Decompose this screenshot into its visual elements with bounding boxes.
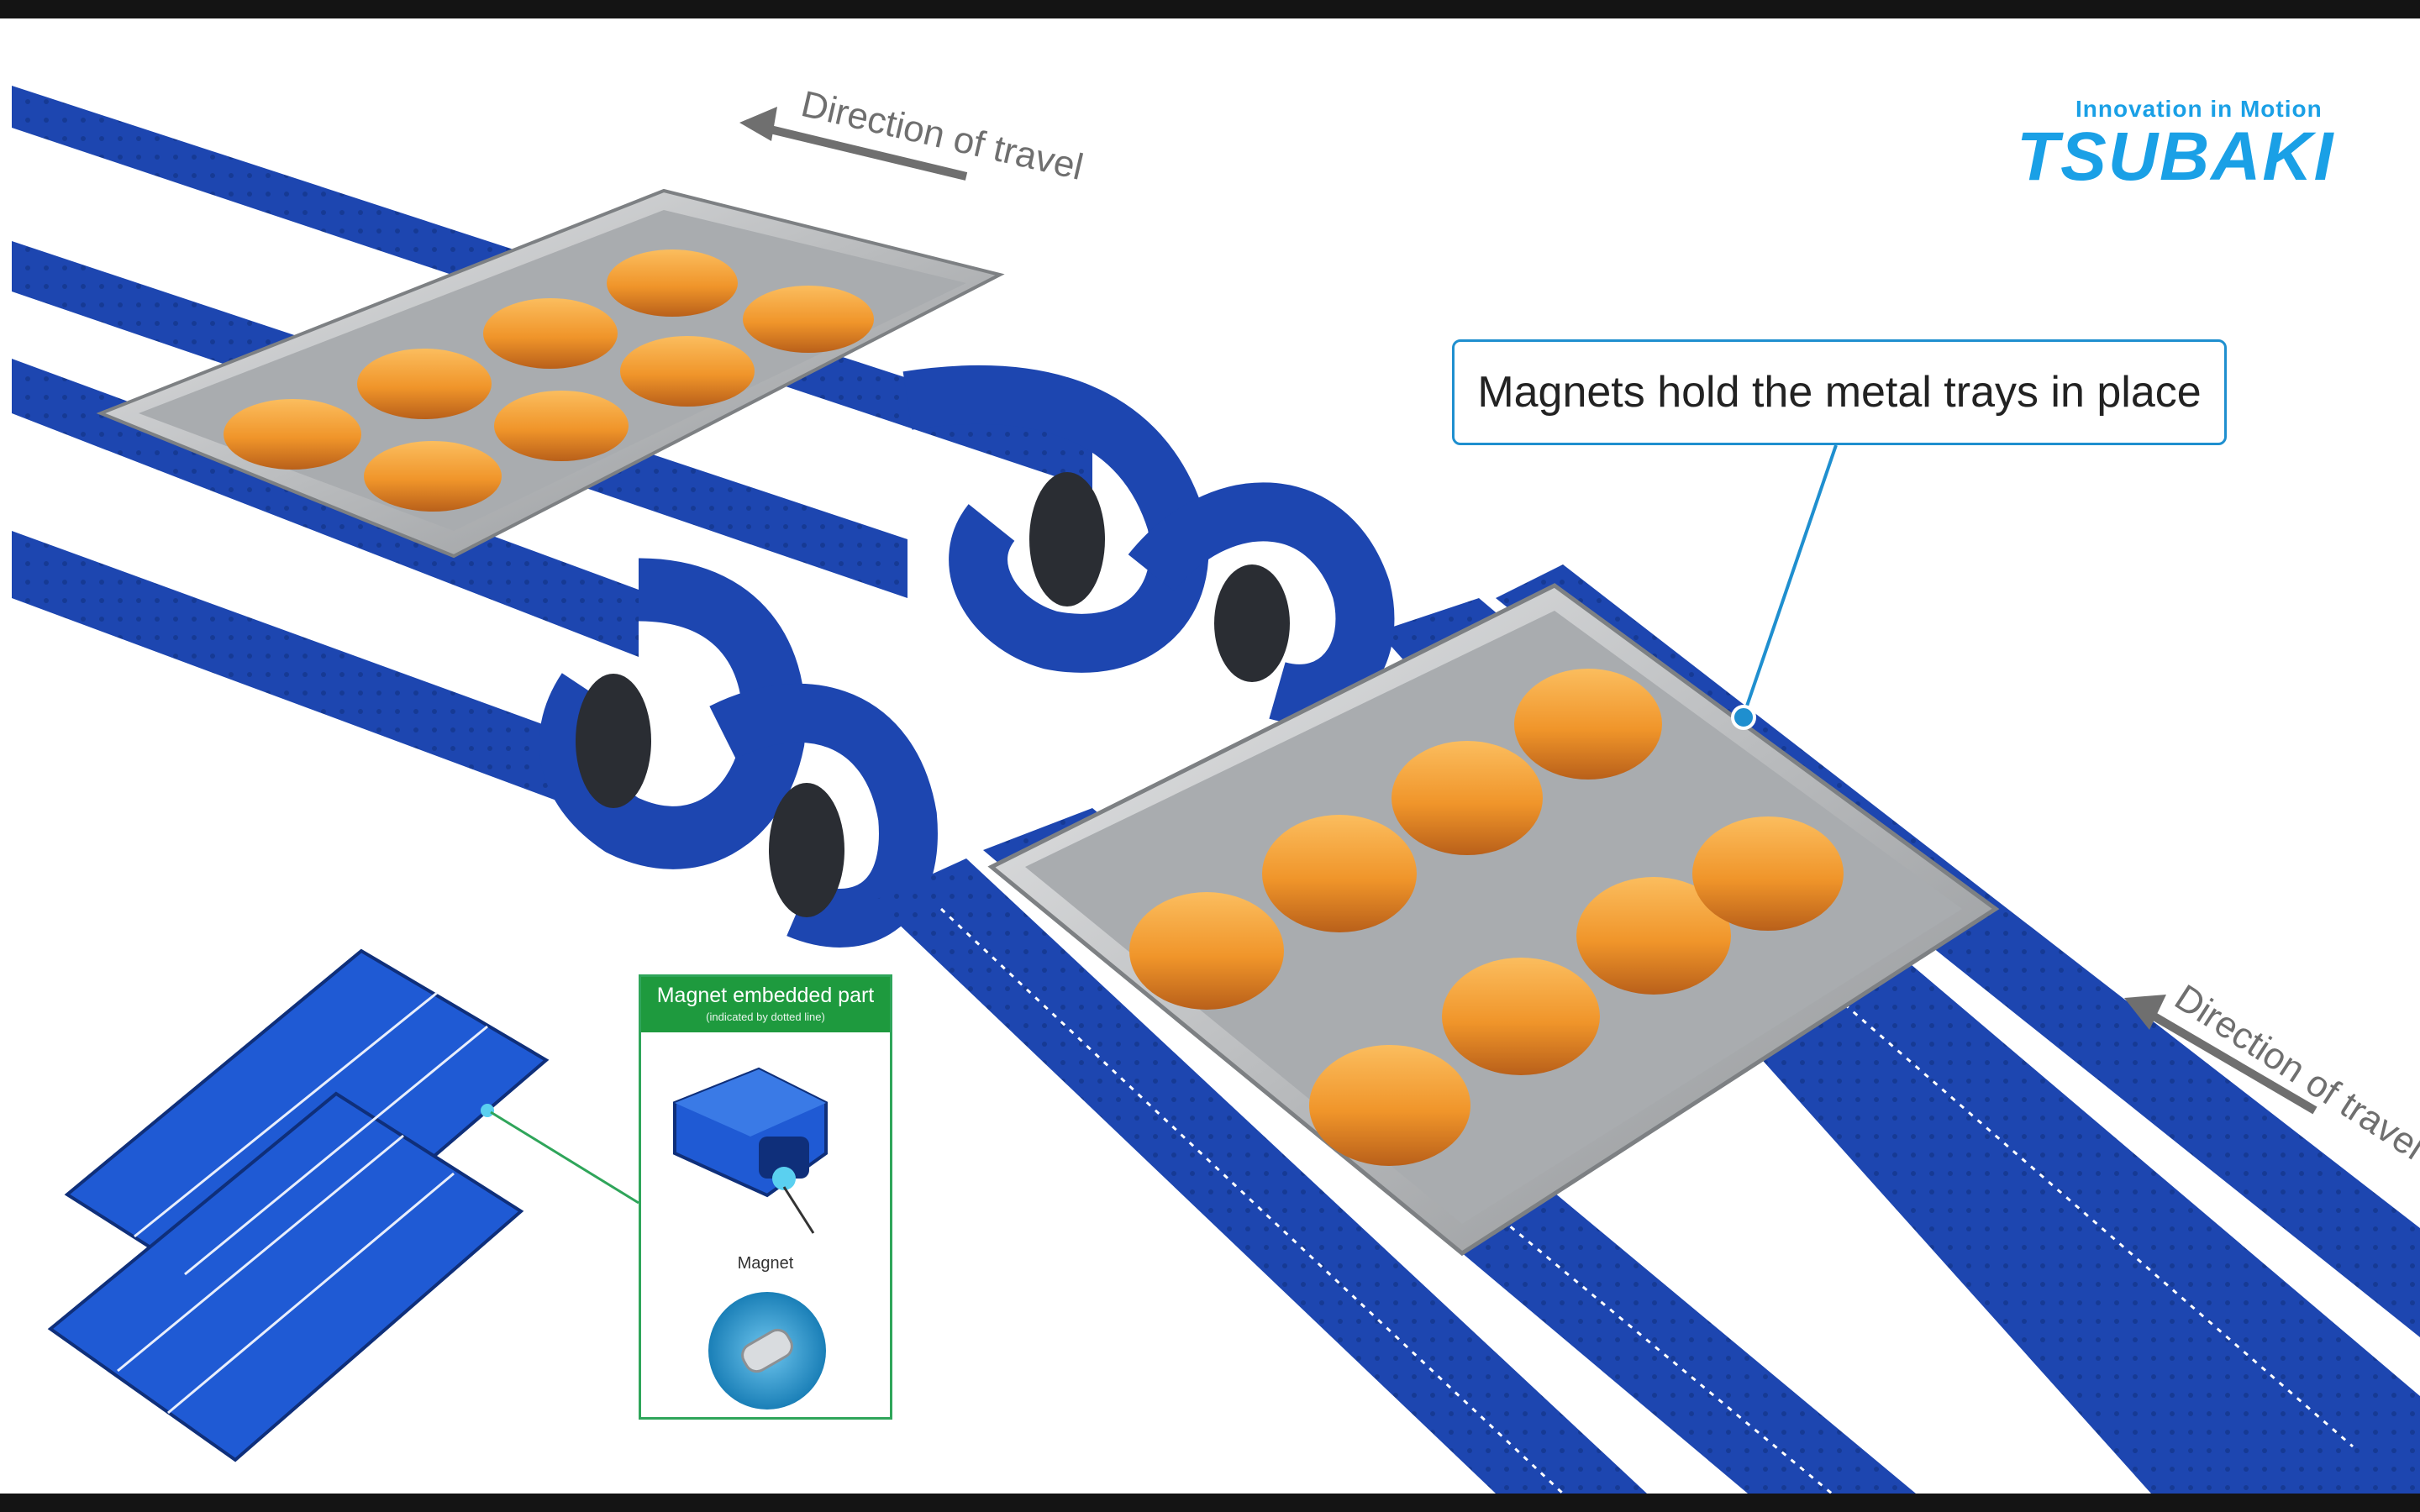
bun bbox=[1692, 816, 1844, 931]
sprocket bbox=[1029, 472, 1105, 606]
sprocket bbox=[576, 674, 651, 808]
chain-seam bbox=[117, 1134, 404, 1373]
tray-floor bbox=[1025, 611, 1962, 1224]
inset-subtitle: (indicated by dotted line) bbox=[706, 1011, 825, 1023]
belt-loop bbox=[1128, 482, 1395, 723]
callout-text: Magnets hold the metal trays in place bbox=[1477, 368, 2202, 417]
bun bbox=[494, 391, 629, 461]
sprocket bbox=[1214, 564, 1290, 682]
callout-leader bbox=[1731, 444, 1838, 730]
chain-link-row bbox=[47, 1091, 524, 1462]
bun bbox=[1262, 815, 1417, 932]
bun bbox=[364, 441, 502, 512]
bun bbox=[607, 249, 738, 317]
chain-module-closeup bbox=[47, 948, 639, 1462]
inset-leader bbox=[490, 1110, 639, 1205]
belt-loop bbox=[539, 558, 806, 869]
belt-strip bbox=[874, 858, 1647, 1494]
belt-edge-line bbox=[11, 166, 1043, 491]
magnet-inset-panel: Magnet embedded part (indicated by dotte… bbox=[639, 974, 892, 1420]
bun bbox=[1129, 892, 1284, 1010]
bun bbox=[1514, 669, 1662, 780]
magnet-marker bbox=[481, 1104, 494, 1117]
belt-loop bbox=[709, 683, 938, 948]
belt-strip bbox=[12, 531, 588, 812]
bun bbox=[1576, 877, 1731, 995]
conveyor-scene bbox=[11, 86, 2420, 1494]
belt-edge-line bbox=[11, 622, 589, 835]
bun bbox=[224, 399, 361, 470]
direction-arrow-bottom bbox=[2124, 995, 2317, 1115]
lower-tray bbox=[987, 583, 2000, 1257]
brand-logo: TSUBAKI bbox=[2017, 118, 2335, 195]
bun bbox=[743, 286, 874, 353]
sprocket bbox=[769, 783, 844, 917]
bun bbox=[483, 298, 618, 369]
bun bbox=[1309, 1045, 1470, 1166]
callout-box: Magnets hold the metal trays in place bbox=[1452, 339, 2227, 445]
bun-group bbox=[1129, 669, 1844, 1166]
belt-loops bbox=[539, 365, 1395, 948]
direction-arrow-top bbox=[739, 107, 968, 181]
bun bbox=[620, 336, 755, 407]
magnet-closeup-icon bbox=[708, 1292, 826, 1410]
chain-seam bbox=[184, 1025, 488, 1276]
upper-tray bbox=[96, 188, 1005, 559]
chain-seam bbox=[134, 991, 438, 1238]
inset-title: Magnet embedded part bbox=[656, 984, 875, 1007]
chain-seam bbox=[167, 1172, 455, 1415]
belt-loop bbox=[902, 365, 1209, 673]
brand-tagline: Innovation in Motion bbox=[2075, 96, 2323, 122]
bun-group bbox=[224, 249, 874, 512]
inset-header: Magnet embedded part (indicated by dotte… bbox=[641, 977, 890, 1032]
bun bbox=[1392, 741, 1543, 855]
module-part-icon bbox=[673, 1067, 828, 1234]
magnet-label: Magnet bbox=[737, 1254, 794, 1273]
illustration-canvas: Direction of travel Direction of travel … bbox=[0, 18, 2420, 1494]
belt-edge-line bbox=[939, 907, 1565, 1494]
bun bbox=[1442, 958, 1600, 1075]
bun bbox=[357, 349, 492, 419]
